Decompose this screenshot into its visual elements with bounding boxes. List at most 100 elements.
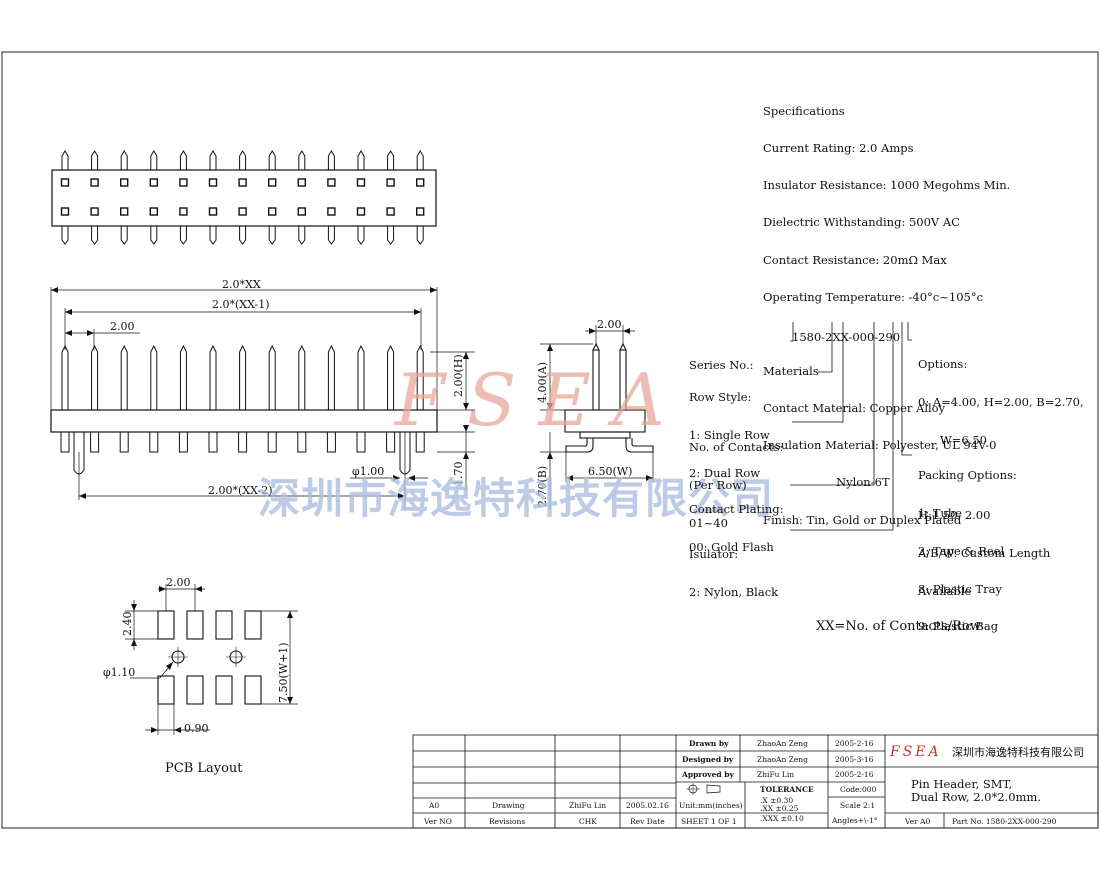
top-pin-square bbox=[149, 207, 159, 216]
svg-text:Ver NO: Ver NO bbox=[423, 817, 452, 826]
options-block: Options: 0: A=4.00, H=2.00, B=2.70, W=6.… bbox=[918, 357, 1084, 598]
top-pin-lower bbox=[239, 226, 247, 245]
row-style-block: Row Style: 1: Single Row 2: Dual Row bbox=[689, 390, 770, 480]
svg-text:ZhaoAn Zeng: ZhaoAn Zeng bbox=[757, 755, 808, 764]
top-pin-square bbox=[60, 178, 70, 187]
front-pin bbox=[387, 344, 395, 410]
front-pin-tail bbox=[238, 431, 248, 453]
plating-block: Contact Plating: 00: Gold Flash bbox=[689, 502, 784, 554]
svg-text:Scale 2:1: Scale 2:1 bbox=[840, 801, 875, 810]
front-pin-tail bbox=[90, 431, 100, 453]
front-pin-tail bbox=[178, 431, 188, 453]
title-logo: FSEA bbox=[889, 744, 942, 760]
svg-text:Ver A0: Ver A0 bbox=[904, 817, 931, 826]
top-pin-lower bbox=[120, 226, 128, 245]
dim-height-h: 2.00(H) bbox=[452, 354, 465, 397]
top-pin-upper bbox=[416, 150, 424, 170]
top-pin-square bbox=[386, 178, 395, 187]
drawing-title-2: Dual Row, 2.0*2.0mm. bbox=[911, 790, 1041, 804]
top-pin-lower bbox=[209, 226, 217, 245]
top-pin-square bbox=[208, 207, 218, 216]
front-pin bbox=[327, 344, 335, 410]
svg-text:Revisions: Revisions bbox=[489, 817, 525, 826]
specifications-heading: Specifications bbox=[763, 103, 845, 118]
dim-side-b: 2.70(B) bbox=[536, 466, 549, 507]
top-view bbox=[51, 150, 437, 245]
svg-text:Drawing: Drawing bbox=[492, 801, 525, 810]
front-pin bbox=[416, 344, 424, 410]
top-pin-square bbox=[149, 178, 159, 187]
pcb-dim-pad-len: 2.40 bbox=[121, 612, 134, 637]
top-pin-square bbox=[268, 207, 277, 216]
top-pin-square bbox=[90, 178, 99, 187]
front-pin-tail bbox=[208, 431, 218, 453]
dim-span: 2.0*(XX-1) bbox=[212, 298, 270, 311]
title-block bbox=[412, 734, 1099, 829]
front-pin-tail bbox=[60, 431, 70, 453]
front-pin bbox=[357, 344, 365, 410]
top-pin-lower bbox=[61, 226, 69, 245]
top-pin-square bbox=[60, 207, 70, 216]
top-view-body bbox=[51, 169, 437, 227]
top-pin-upper bbox=[268, 150, 276, 170]
tolerance-label: TOLERANCE bbox=[760, 785, 814, 794]
pcb-dim-span: 7.50(W+1) bbox=[277, 642, 290, 703]
front-pin-tail bbox=[356, 431, 366, 453]
pcb-dims: 2.00 2.40 φ1.10 0.90 7.50(W+1) bbox=[103, 576, 298, 735]
watermark-logo: FSEA bbox=[393, 358, 687, 442]
top-pin-square bbox=[416, 207, 425, 216]
top-pin-square bbox=[297, 207, 306, 216]
xx-note: XX=No. of Contacts/Row bbox=[816, 619, 981, 635]
svg-text:ZhaoAn Zeng: ZhaoAn Zeng bbox=[757, 739, 808, 748]
drawing-title-1: Pin Header, SMT, bbox=[911, 777, 1012, 791]
front-pin bbox=[150, 344, 158, 410]
front-pin-tail bbox=[415, 431, 425, 453]
top-pin-upper bbox=[91, 150, 99, 170]
contacts-block: No. of Contacts: (Per Row) 01~40 bbox=[689, 440, 784, 530]
svg-text:ZhiFu Lin: ZhiFu Lin bbox=[757, 770, 794, 779]
top-pin-square bbox=[238, 178, 247, 187]
top-pin-square bbox=[356, 178, 366, 187]
part-number-code: 1580-2XX-000-290 bbox=[792, 330, 901, 345]
svg-text:Approved by: Approved by bbox=[681, 770, 734, 779]
svg-text:A0: A0 bbox=[428, 801, 439, 810]
side-view-dims: 2.00 4.00(A) 2.70(B) 6.50(W) bbox=[536, 318, 654, 510]
svg-text:.XXX ±0.10: .XXX ±0.10 bbox=[760, 814, 804, 823]
pcb-layout-label: PCB Layout bbox=[165, 761, 243, 776]
top-pin-square bbox=[90, 207, 99, 216]
front-pin bbox=[268, 344, 276, 410]
front-pin-tail bbox=[297, 431, 307, 453]
dim-tail: 1.70 bbox=[452, 462, 465, 487]
svg-text:SHEET 1 OF 1: SHEET 1 OF 1 bbox=[681, 817, 737, 826]
top-pin-upper bbox=[179, 150, 187, 170]
front-pin-tail bbox=[119, 431, 129, 453]
svg-text:2005-2-16: 2005-2-16 bbox=[835, 770, 874, 779]
top-pin-lower bbox=[387, 226, 395, 245]
front-pin-tail bbox=[267, 431, 277, 453]
top-pin-upper bbox=[61, 150, 69, 170]
dim-side-w: 6.50(W) bbox=[588, 465, 632, 478]
pcb-dim-pad-w: 0.90 bbox=[184, 722, 209, 735]
insulator-block: Isulator: 2: Nylon, Black bbox=[689, 547, 779, 599]
dim-overall: 2.0*XX bbox=[222, 278, 261, 291]
top-pin-lower bbox=[327, 226, 335, 245]
top-pin-lower bbox=[416, 226, 424, 245]
svg-text:Drawn by: Drawn by bbox=[689, 739, 729, 748]
top-pin-upper bbox=[239, 150, 247, 170]
top-pin-upper bbox=[150, 150, 158, 170]
front-pin bbox=[239, 344, 247, 410]
series-label: Series No.: bbox=[689, 358, 754, 373]
watermark-company: 深圳市海逸特科技有限公司 bbox=[258, 474, 774, 523]
svg-text:Part No. 1580-2XX-000-290: Part No. 1580-2XX-000-290 bbox=[952, 817, 1057, 826]
top-pin-lower bbox=[91, 226, 99, 245]
front-pin bbox=[179, 344, 187, 410]
pcb-layout bbox=[157, 610, 262, 705]
dim-side-a: 4.00(A) bbox=[536, 362, 549, 403]
svg-text:2005-2-16: 2005-2-16 bbox=[835, 739, 874, 748]
svg-text:CHK: CHK bbox=[579, 817, 597, 826]
svg-text:Rev Date: Rev Date bbox=[630, 817, 665, 826]
svg-text:.X ±0.30: .X ±0.30 bbox=[760, 796, 793, 805]
pcb-dim-pitch: 2.00 bbox=[166, 576, 191, 589]
front-pin-tail bbox=[386, 431, 396, 453]
top-pin-square bbox=[356, 207, 366, 216]
